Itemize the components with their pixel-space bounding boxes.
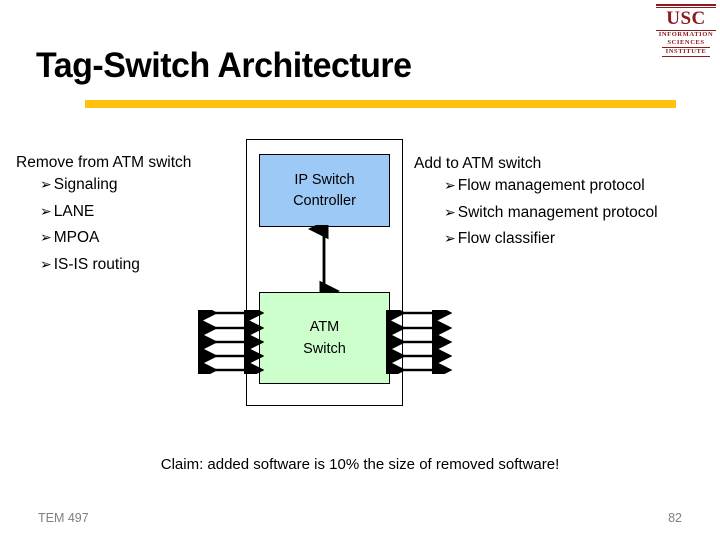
logo-usc-wordmark: USC (666, 8, 706, 29)
list-item: ➢ Flow management protocol (444, 173, 714, 200)
list-item: ➢ Flow classifier (444, 226, 714, 253)
logo-line-institute: INSTITUTE (665, 48, 707, 55)
remove-list-block: Remove from ATM switch ➢ Signaling ➢ LAN… (16, 154, 246, 278)
logo-rule-lower (662, 47, 710, 48)
atm-switch-label-line1: ATM (309, 319, 340, 335)
list-item: ➢ MPOA (40, 225, 246, 252)
bullet-arrow-icon: ➢ (444, 231, 456, 247)
logo-line-information: INFORMATION (658, 31, 714, 38)
ip-switch-controller-label-line1: IP Switch (294, 171, 355, 188)
list-item: ➢ IS-IS routing (40, 252, 246, 279)
list-item-label: MPOA (53, 229, 100, 246)
logo-line-sciences: SCIENCES (667, 39, 705, 46)
switch-chassis-outline (246, 139, 403, 406)
ip-switch-controller-label-line2: Controller (293, 192, 356, 209)
list-item-label: LANE (53, 202, 95, 220)
controller-switch-link-arrow (307, 225, 341, 295)
usc-isi-logo: USC INFORMATION SCIENCES INSTITUTE (655, 4, 717, 57)
bullet-arrow-icon: ➢ (40, 256, 52, 273)
list-item: ➢ LANE (40, 199, 246, 226)
remove-list-heading: Remove from ATM switch (16, 154, 192, 171)
list-item-label: Signaling (53, 176, 118, 193)
logo-rule-mid (656, 30, 716, 31)
bullet-arrow-icon: ➢ (40, 177, 52, 193)
add-list-block: Add to ATM switch ➢ Flow management prot… (414, 155, 714, 253)
logo-rule-top-thin (656, 7, 716, 8)
slide-title: Tag-Switch Architecture (36, 46, 412, 85)
atm-switch-label-line2: Switch (303, 341, 346, 357)
list-item-label: Flow management protocol (457, 177, 645, 194)
list-item-label: Switch management protocol (457, 203, 658, 221)
right-port-arrows (386, 310, 452, 374)
add-list-heading: Add to ATM switch (414, 155, 542, 172)
list-item-label: Flow classifier (457, 230, 556, 247)
left-port-arrows (198, 310, 264, 374)
claim-text: Claim: added software is 10% the size of… (160, 456, 560, 473)
list-item-label: IS-IS routing (53, 255, 140, 273)
logo-rule-bottom (662, 56, 710, 57)
logo-rule-top (656, 4, 716, 6)
bullet-arrow-icon: ➢ (40, 230, 52, 246)
bullet-arrow-icon: ➢ (444, 204, 456, 221)
footer-course-code: TEM 497 (38, 511, 89, 525)
ip-switch-controller-box: IP Switch Controller (259, 154, 390, 227)
footer-slide-number: 82 (668, 511, 682, 525)
bullet-arrow-icon: ➢ (40, 203, 52, 220)
add-list: ➢ Flow management protocol ➢ Switch mana… (444, 173, 714, 253)
list-item: ➢ Switch management protocol (444, 200, 714, 227)
list-item: ➢ Signaling (40, 172, 246, 199)
remove-list: ➢ Signaling ➢ LANE ➢ MPOA ➢ IS-IS routin… (40, 172, 246, 278)
title-accent-bar (85, 100, 676, 108)
bullet-arrow-icon: ➢ (444, 178, 456, 194)
atm-switch-box: ATM Switch (259, 292, 390, 384)
